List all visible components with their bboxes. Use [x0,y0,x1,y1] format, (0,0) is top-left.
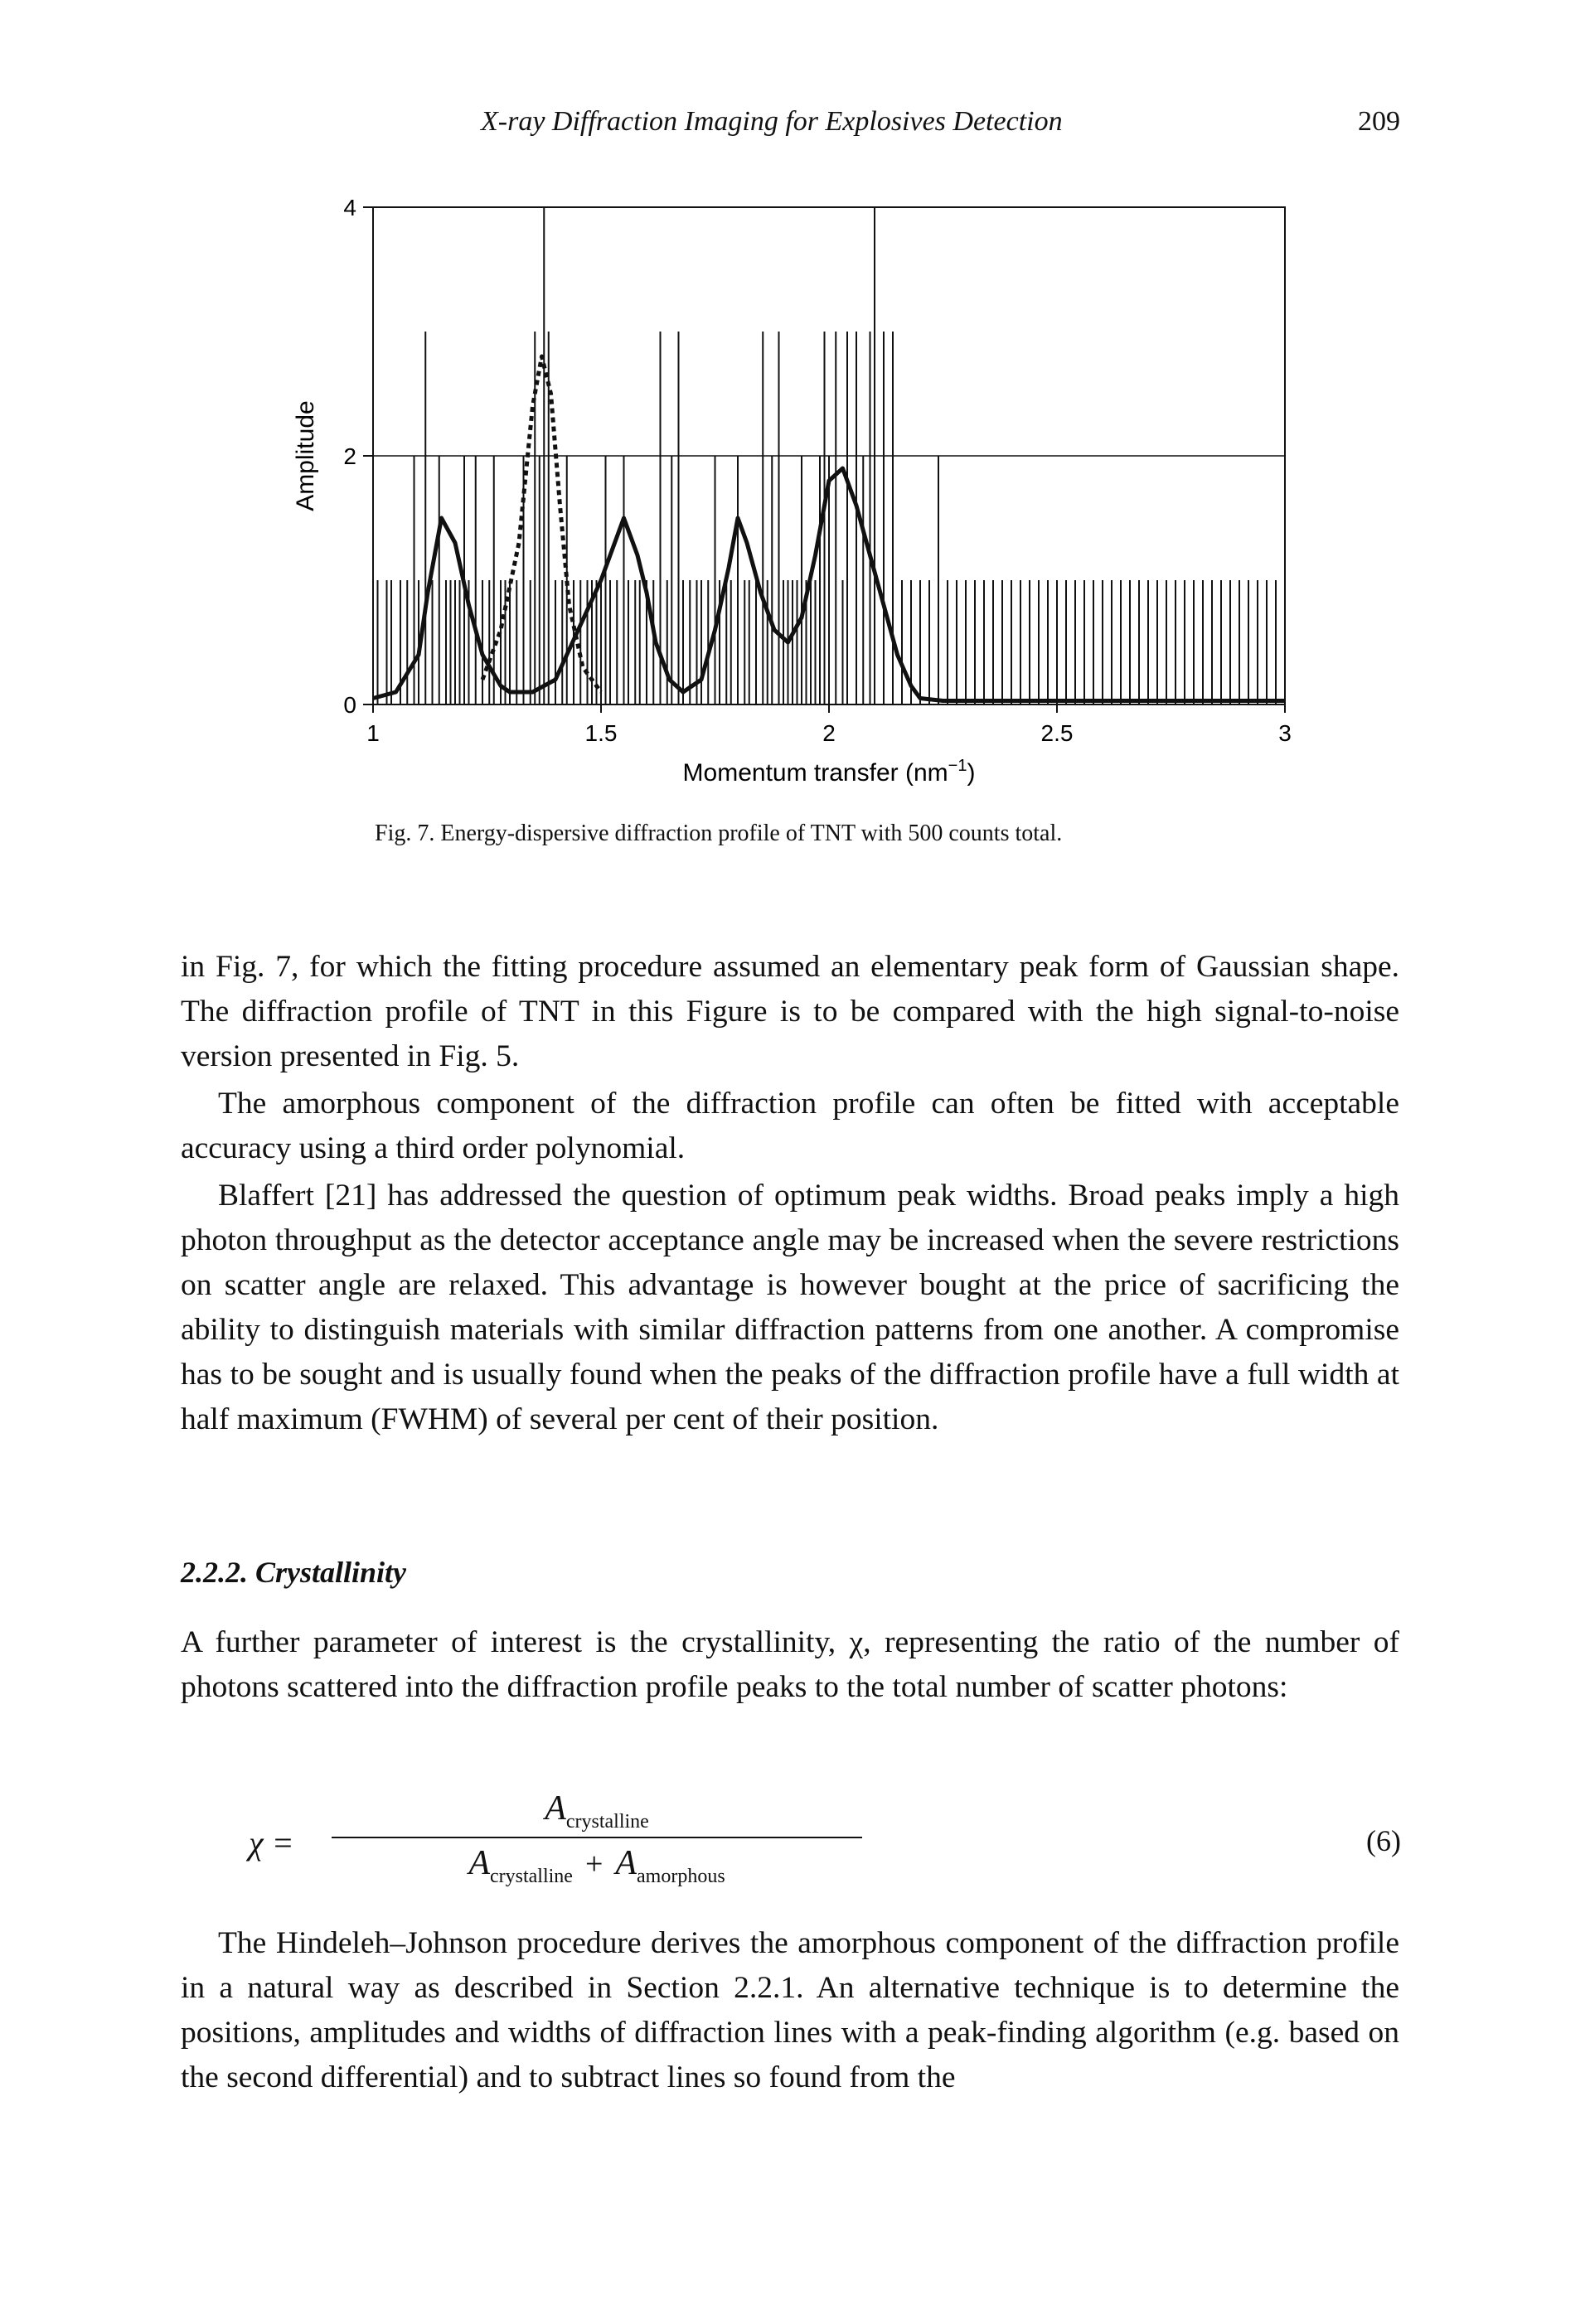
y-tick-label: 2 [343,443,356,469]
paragraph: in Fig. 7, for which the fitting procedu… [181,950,1399,1073]
x-axis-label: Momentum transfer (nm−1) [683,757,976,787]
fraction-bar [332,1837,862,1838]
body-text-bottom: The Hindeleh–Johnson procedure derives t… [181,1921,1399,2103]
equation-denominator: Acrystalline + Aamorphous [468,1844,725,1887]
dashed-fit-line [480,354,604,694]
y-tick-label: 4 [343,195,356,220]
y-axis-label: Amplitude [292,400,319,511]
page-number: 209 [1358,106,1400,137]
x-tick-label: 3 [1278,720,1292,746]
x-tick-label: 2 [822,720,836,746]
paragraph: A further parameter of interest is the c… [181,1625,1399,1704]
figure-caption: Fig. 7. Energy-dispersive diffraction pr… [375,821,1063,846]
paragraph: The amorphous component of the diffracti… [181,1087,1399,1165]
section-heading: 2.2.2. Crystallinity [181,1556,407,1589]
x-tick-label: 1 [366,720,380,746]
gaussian-fit-line [372,466,1285,703]
paragraph: The Hindeleh–Johnson procedure derives t… [181,1926,1399,2094]
y-tick-label: 0 [343,692,356,718]
body-text-section: A further parameter of interest is the c… [181,1620,1399,1712]
equation-numerator: Acrystalline [545,1789,649,1833]
running-head: X-ray Diffraction Imaging for Explosives… [0,106,1590,148]
paragraph: Blaffert [21] has addressed the question… [181,1179,1399,1436]
equation-number: (6) [1366,1824,1401,1857]
x-tick-label: 2.5 [1041,720,1074,746]
x-tick-label: 1.5 [585,720,618,746]
body-text-top: in Fig. 7, for which the fitting procedu… [181,945,1399,1445]
equation-6: χ = Acrystalline Acrystalline + Aamorpho… [249,1789,1401,1896]
equation-lhs: χ = [249,1824,294,1862]
equation-fraction: Acrystalline Acrystalline + Aamorphous [332,1789,862,1888]
running-title: X-ray Diffraction Imaging for Explosives… [481,106,1063,137]
